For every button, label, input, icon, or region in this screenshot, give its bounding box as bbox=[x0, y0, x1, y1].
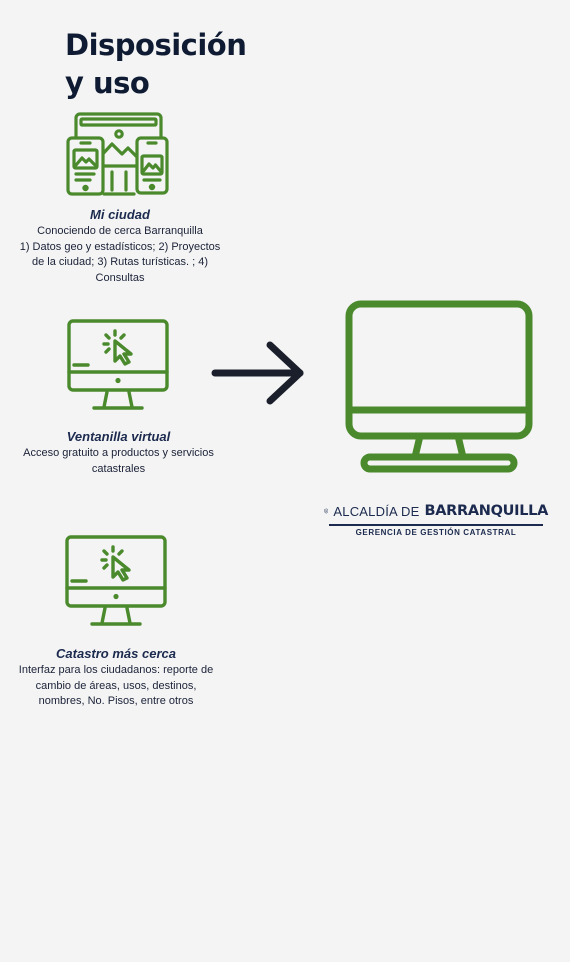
monitor-cursor-icon bbox=[65, 535, 167, 626]
monitor-icon bbox=[345, 300, 533, 473]
item-title-catastro-mas-cerca: Catastro más cerca bbox=[56, 646, 176, 661]
logo-prefix: ALCALDÍA DE bbox=[333, 503, 420, 519]
item-desc-mi-ciudad: Conociendo de cerca Barranquilla 1) Dato… bbox=[19, 225, 221, 284]
arrow-right-icon bbox=[211, 341, 304, 405]
item-title-mi-ciudad: Mi ciudad bbox=[90, 207, 150, 222]
page-title-line-2: y uso bbox=[65, 66, 150, 100]
alcaldia-logo: ALCALDÍA DE BARRANQUILLA bbox=[324, 499, 548, 523]
page-title: Disposición y uso bbox=[65, 26, 247, 102]
item-title-ventanilla-virtual: Ventanilla virtual bbox=[66, 429, 171, 444]
logo-divider bbox=[329, 524, 543, 526]
multi-device-icon bbox=[66, 112, 169, 196]
item-desc-ventanilla-virtual: Acceso gratuito a productos y servicios … bbox=[23, 447, 214, 475]
logo-name: BARRANQUILLA bbox=[424, 503, 548, 519]
logo-subtitle: GERENCIA DE GESTIÓN CATASTRAL bbox=[355, 528, 517, 537]
page-title-line-1: Disposición bbox=[65, 28, 247, 62]
item-desc-catastro-mas-cerca: Interfaz para los ciudadanos: reporte de… bbox=[18, 664, 214, 707]
monitor-cursor-icon bbox=[67, 319, 169, 410]
city-seal-icon bbox=[324, 508, 329, 514]
